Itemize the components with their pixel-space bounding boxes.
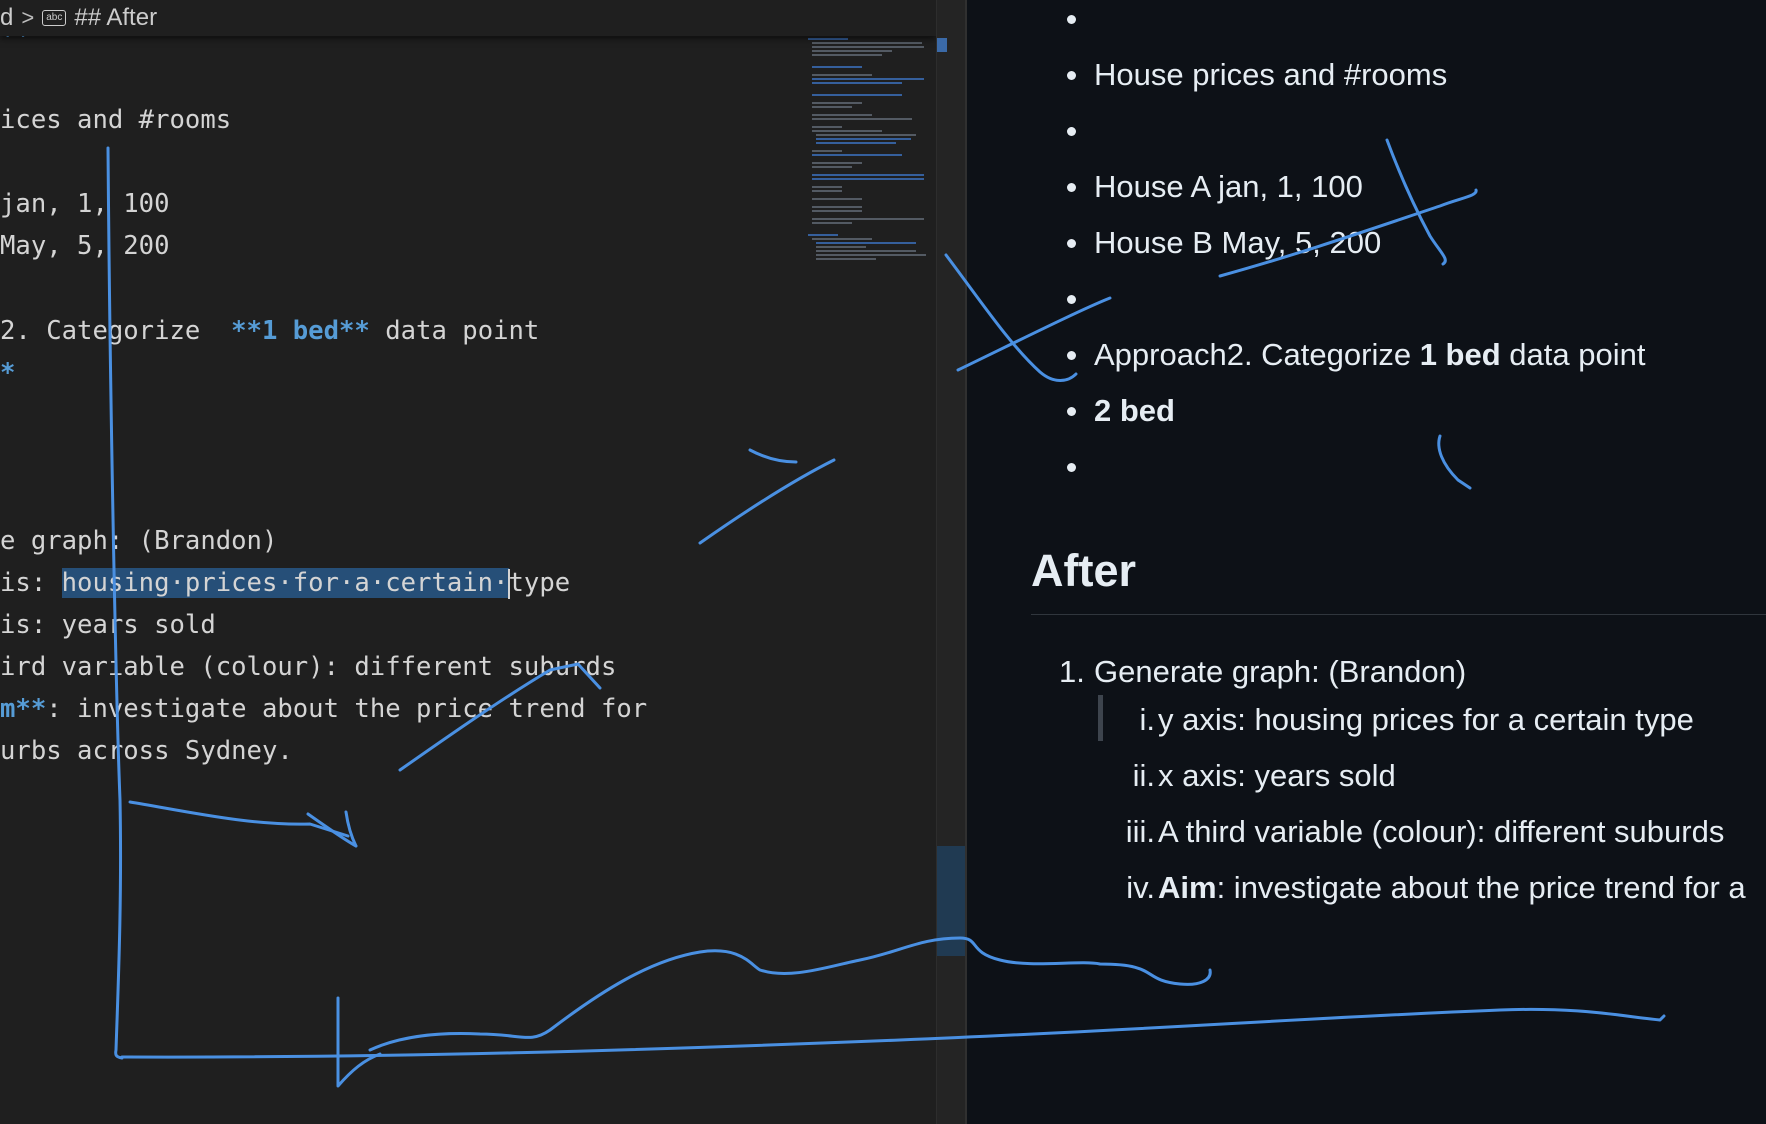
text-selection: housing·prices·for·a·certain·: [61, 568, 509, 598]
list-bullet: [1067, 295, 1076, 304]
ordered-item-number: iv.: [1126, 870, 1155, 905]
chevron-right-icon: >: [21, 5, 35, 30]
editor-line[interactable]: ird variable (colour): different suburds: [0, 652, 617, 682]
ordered-item: Aim: investigate about the price trend f…: [1158, 870, 1746, 905]
list-bullet: [1067, 71, 1076, 80]
editor-line[interactable]: urbs across Sydney.: [0, 736, 293, 766]
list-bullet: [1067, 463, 1076, 472]
code-editor[interactable]: d > abc ## After ** ices and #rooms jan,…: [0, 0, 936, 1124]
editor-line[interactable]: *: [0, 358, 16, 388]
list-bullet: [1067, 183, 1076, 192]
markdown-preview[interactable]: House prices and #rooms House A jan, 1, …: [967, 0, 1766, 1124]
ordered-item-number: 1.: [1059, 654, 1085, 689]
list-item: House prices and #rooms: [1094, 57, 1448, 92]
list-bullet: [1067, 239, 1076, 248]
breadcrumb-item-current[interactable]: ## After: [74, 4, 158, 31]
editor-line[interactable]: is: housing·prices·for·a·certain·type: [0, 568, 571, 599]
ordered-item: A third variable (colour): different sub…: [1158, 814, 1725, 849]
editor-line[interactable]: e graph: (Brandon): [0, 526, 278, 556]
editor-line[interactable]: jan, 1, 100: [0, 189, 170, 219]
scrollbar-marker: [937, 38, 947, 52]
section-heading: After: [1031, 545, 1137, 596]
editor-line[interactable]: ices and #rooms: [0, 105, 232, 135]
ordered-item-number: ii.: [1132, 758, 1155, 793]
text-cursor: [507, 569, 510, 599]
ordered-item-number: iii.: [1125, 814, 1155, 849]
editor-line[interactable]: 2. Categorize **1 bed** data point: [0, 316, 540, 346]
breadcrumb: d > abc ## After: [0, 0, 936, 36]
ordered-item-number: i.: [1139, 702, 1156, 737]
list-bullet: [1067, 127, 1076, 136]
string-symbol-icon: abc: [42, 10, 67, 26]
list-item: Approach2. Categorize 1 bed data point: [1094, 337, 1646, 372]
ordered-item: x axis: years sold: [1158, 758, 1396, 793]
minimap[interactable]: [808, 36, 932, 276]
list-bullet: [1067, 407, 1076, 416]
ordered-item: y axis: housing prices for a certain typ…: [1158, 702, 1694, 737]
list-item: House B May, 5, 200: [1094, 225, 1382, 260]
list-bullet: [1067, 15, 1076, 24]
list-item: House A jan, 1, 100: [1094, 169, 1363, 204]
editor-line[interactable]: m**: investigate about the price trend f…: [0, 694, 648, 724]
heading-rule: [1031, 614, 1766, 615]
breadcrumb-item-parent[interactable]: d: [0, 4, 14, 31]
ordered-item: Generate graph: (Brandon): [1094, 654, 1467, 689]
pane-divider[interactable]: [965, 0, 967, 1124]
list-bullet: [1067, 351, 1076, 360]
blockquote-bar: [1098, 695, 1103, 741]
scrollbar-thumb[interactable]: [937, 846, 965, 956]
list-item: 2 bed: [1094, 393, 1175, 428]
editor-line[interactable]: is: years sold: [0, 610, 216, 640]
editor-line[interactable]: May, 5, 200: [0, 231, 170, 261]
